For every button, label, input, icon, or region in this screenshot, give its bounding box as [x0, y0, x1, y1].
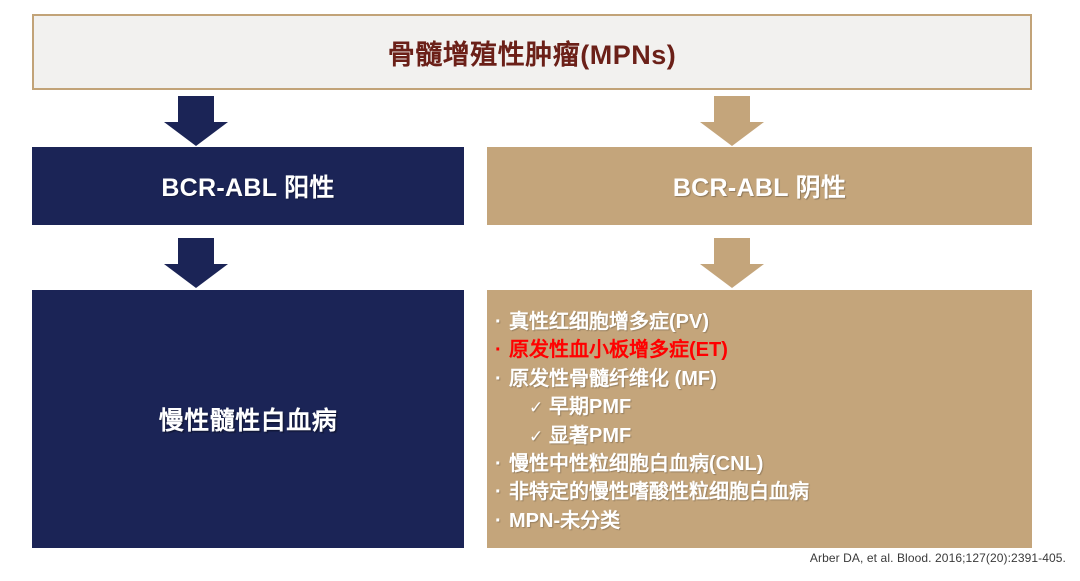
branch-label-negative: BCR-ABL 阴性 [672, 174, 847, 202]
arrow-head [164, 264, 228, 288]
list-item: · 真性红细胞增多症(PV) [495, 308, 1032, 336]
outcome-box-cml: 慢性髓性白血病 [32, 290, 464, 548]
list-item-label: 早期PMF [549, 396, 632, 419]
root-node-box: 骨髓增殖性肿瘤(MPNs) [32, 14, 1032, 90]
bullet-icon: · [495, 481, 502, 504]
branch-box-bcr-abl-negative: BCR-ABL 阴性 [487, 147, 1032, 225]
arrow-head [164, 122, 228, 146]
arrow-head [700, 122, 764, 146]
arrow-shaft [714, 96, 750, 122]
branch-box-bcr-abl-positive: BCR-ABL 阳性 [32, 147, 464, 225]
list-item: · MPN-未分类 [495, 507, 1032, 535]
arrow-shaft [714, 238, 750, 264]
arrow-shaft [178, 238, 214, 264]
list-item: ✓显著PMF [495, 422, 1032, 450]
page-title: 骨髓增殖性肿瘤(MPNs) [387, 39, 677, 70]
citation-text: Arber DA, et al. Blood. 2016;127(20):239… [809, 551, 1066, 565]
list-item: · 非特定的慢性嗜酸性粒细胞白血病 [495, 478, 1032, 506]
bullet-icon: · [495, 339, 502, 362]
mpn-subtype-list: · 真性红细胞增多症(PV) · 原发性血小板增多症(ET) · 原发性骨髓纤维化 (MF… [495, 308, 1032, 535]
arrow-shaft [178, 96, 214, 122]
branch-label-positive: BCR-ABL 阳性 [161, 174, 335, 202]
list-item-label: 真性红细胞增多症(PV) [509, 311, 709, 333]
list-item-label: 非特定的慢性嗜酸性粒细胞白血病 [509, 481, 809, 504]
list-item-label: 慢性中性粒细胞白血病(CNL) [509, 452, 764, 475]
list-item-label: 显著PMF [549, 424, 632, 447]
list-item: · 原发性血小板增多症(ET) [495, 336, 1032, 364]
list-item-label: 原发性血小板增多症(ET) [509, 339, 728, 362]
check-icon: ✓ [529, 426, 544, 446]
list-item: ✓早期PMF [495, 393, 1032, 421]
outcome-label-cml: 慢性髓性白血病 [158, 407, 338, 435]
bullet-icon: · [495, 311, 502, 333]
list-item-label: MPN-未分类 [509, 509, 621, 532]
list-item: · 原发性骨髓纤维化 (MF) [495, 365, 1032, 393]
arrow-head [700, 264, 764, 288]
outcome-box-mpn-list: · 真性红细胞增多症(PV) · 原发性血小板增多症(ET) · 原发性骨髓纤维化 (MF… [487, 290, 1032, 548]
list-item-label: 原发性骨髓纤维化 (MF) [509, 367, 717, 390]
list-item: · 慢性中性粒细胞白血病(CNL) [495, 450, 1032, 478]
check-icon: ✓ [529, 398, 544, 418]
bullet-icon: · [495, 367, 502, 390]
bullet-icon: · [495, 452, 502, 475]
bullet-icon: · [495, 509, 502, 532]
